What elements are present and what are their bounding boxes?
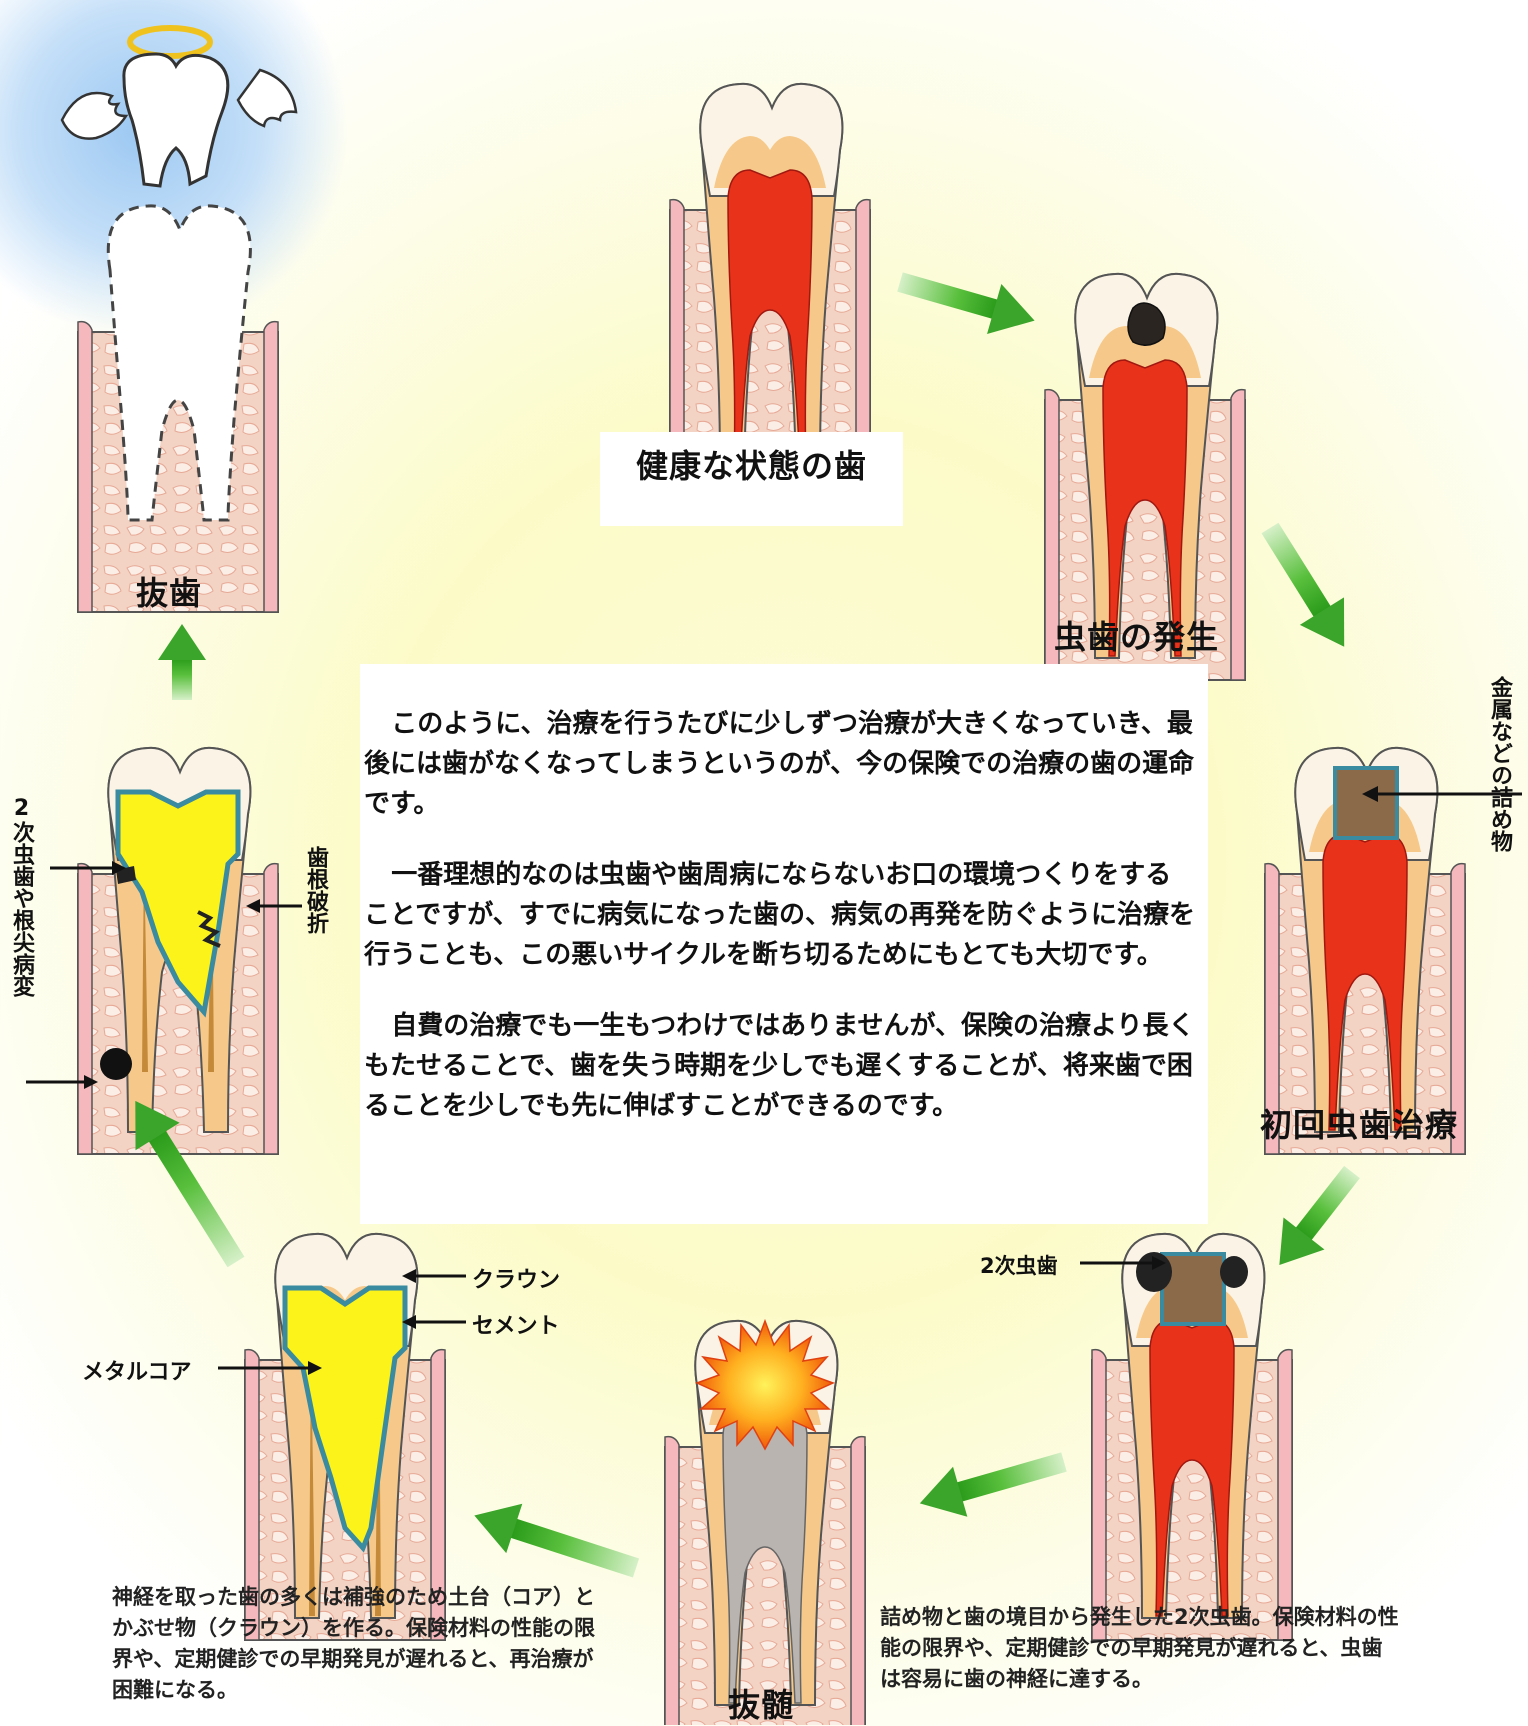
label-secondary-caries: 2次虫歯 (980, 1250, 1058, 1280)
extracted-tooth (78, 206, 278, 612)
secondary-caries-tooth (1092, 1234, 1292, 1640)
core-crown-tooth (245, 1234, 445, 1640)
arrow-fracture-to-extraction (158, 624, 206, 700)
note-secondary-caries: 詰め物と歯の境目から発生した2次虫歯。保険材料の性能の限界や、定期健診での早期発… (880, 1602, 1400, 1695)
arrow-caries-to-treatment (1248, 514, 1366, 660)
first-treatment-tooth (1265, 748, 1465, 1154)
stage-label-healthy: 健康な状態の歯 (600, 432, 903, 526)
arrow-treatment-to-secondary (1259, 1156, 1373, 1281)
label-metal-filling: 金属などの詰め物 (1484, 676, 1515, 852)
label-secondary-caries-or-apical-lesion: 2次虫歯や根尖病変 (6, 796, 37, 997)
label-metal-core: メタルコア (82, 1354, 192, 1386)
label-cement: セメント (472, 1308, 560, 1340)
stage-label-caries-onset: 虫歯の発生 (1054, 612, 1219, 658)
healthy-tooth (670, 84, 870, 490)
stage-label-extraction: 抜歯 (136, 568, 202, 614)
note-core-crown: 神経を取った歯の多くは補強のため土台（コア）とかぶせ物（クラウン）を作る。保険材… (112, 1582, 598, 1706)
label-root-fracture: 歯根破折 (300, 846, 331, 934)
angel-tooth-icon (62, 28, 296, 186)
label-crown: クラウン (472, 1262, 560, 1294)
apical-lesion-spot (100, 1048, 132, 1080)
arrow-healthy-to-caries (893, 257, 1042, 346)
arrow-secondary-to-pulp (913, 1437, 1072, 1528)
arrow-pulp-to-crown (466, 1491, 644, 1593)
center-explanation-box: このように、治療を行うたびに少しずつ治療が大きくなっていき、最後には歯がなくなっ… (360, 664, 1208, 1224)
pulp-removal-tooth (665, 1321, 865, 1725)
explanation-paragraph-3: 自費の治療でも一生もつわけではありませんが、保険の治療より長くもたせることで、歯… (364, 1006, 1196, 1126)
stage-label-pulp-removal: 抜髄 (728, 1680, 794, 1726)
explanation-paragraph-2: 一番理想的なのは虫歯や歯周病にならないお口の環境つくりをすることですが、すでに病… (364, 855, 1196, 975)
fractured-tooth (78, 748, 278, 1154)
stage-label-first-treatment: 初回虫歯治療 (1260, 1100, 1458, 1146)
metal-filling (1335, 768, 1397, 838)
explanation-paragraph-1: このように、治療を行うたびに少しずつ治療が大きくなっていき、最後には歯がなくなっ… (364, 704, 1196, 824)
